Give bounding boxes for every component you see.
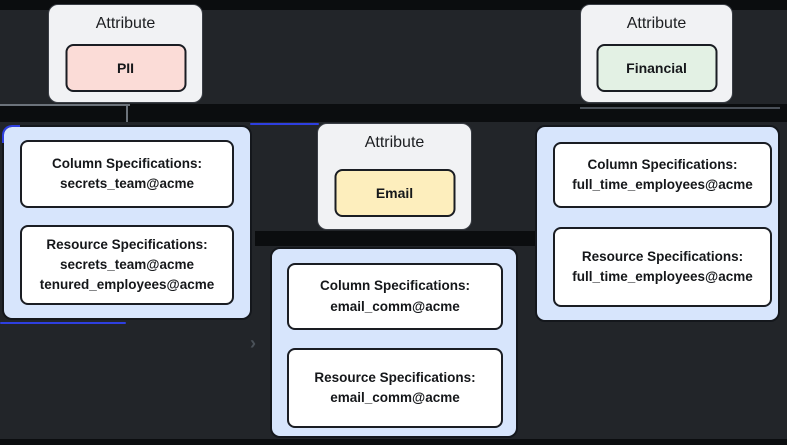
edge-blue-corner	[2, 125, 20, 143]
attribute-chip-pii: PII	[65, 44, 186, 92]
spec-value: full_time_employees@acme	[572, 269, 753, 284]
column-specs-box-pii: Column Specifications: secrets_team@acme	[20, 140, 234, 208]
column-specs-box-financial: Column Specifications: full_time_employe…	[553, 142, 772, 208]
attribute-chip-financial: Financial	[596, 44, 717, 92]
edge-band-bottom	[0, 439, 787, 445]
attribute-node-pii: Attribute PII	[48, 4, 203, 103]
resource-specs-box-pii: Resource Specifications: secrets_team@ac…	[20, 225, 234, 305]
spec-container-financial: Column Specifications: full_time_employe…	[535, 125, 780, 322]
spec-heading: Resource Specifications:	[46, 236, 208, 252]
attribute-node-financial: Attribute Financial	[580, 4, 733, 103]
spec-heading: Column Specifications:	[51, 155, 203, 171]
attribute-node-title: Attribute	[626, 15, 687, 32]
edge-gray-under-financial	[580, 107, 780, 109]
spec-value: secrets_team@acme	[59, 256, 194, 272]
resource-specs-box-financial: Resource Specifications: full_time_emplo…	[553, 227, 772, 307]
spec-heading: Column Specifications:	[319, 278, 471, 294]
spec-heading: Column Specifications:	[587, 156, 738, 172]
spec-container-pii: Column Specifications: secrets_team@acme…	[2, 125, 252, 320]
arrowhead-icon: ›	[250, 333, 256, 353]
attribute-chip-email: Email	[334, 169, 455, 217]
spec-value: full_time_employees@acme	[572, 177, 753, 192]
resource-specs-box-email: Resource Specifications: email_comm@acme	[287, 348, 503, 428]
edge-band-top	[0, 0, 787, 10]
column-specs-box-email: Column Specifications: email_comm@acme	[287, 263, 503, 330]
spec-heading: Resource Specifications:	[314, 369, 476, 385]
edge-gray-under-pii	[0, 104, 130, 106]
edge-stub-pii	[126, 104, 128, 122]
edge-blue-segment-bottom	[0, 322, 126, 324]
spec-value: tenured_employees@acme	[39, 277, 215, 293]
spec-value: secrets_team@acme	[59, 176, 194, 191]
edge-blue-segment-top	[250, 123, 319, 125]
spec-heading: Resource Specifications:	[581, 248, 744, 264]
attribute-node-title: Attribute	[95, 15, 156, 32]
attribute-node-email: Attribute Email	[317, 123, 472, 230]
spec-value: email_comm@acme	[330, 298, 460, 314]
attribute-node-title: Attribute	[364, 134, 425, 151]
spec-value: email_comm@acme	[330, 390, 460, 405]
spec-container-email: Column Specifications: email_comm@acme R…	[270, 247, 518, 438]
edge-band-center	[255, 231, 535, 246]
